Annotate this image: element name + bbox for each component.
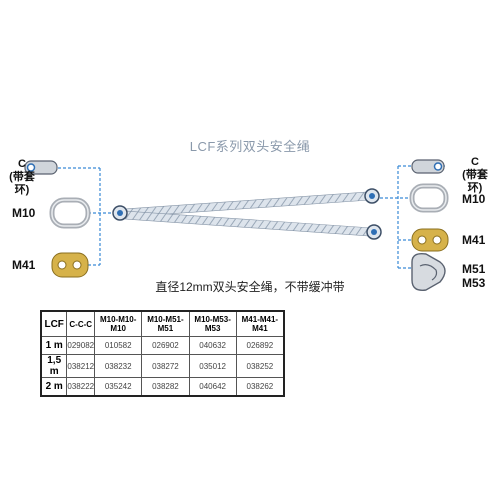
table-cell: 038262	[235, 377, 285, 397]
right-label-c-note: (带套环)	[462, 169, 488, 194]
table-cell: 038222	[66, 377, 96, 397]
table-row: 2 m 038222 035242 038282 040642 038262	[40, 377, 285, 397]
table-cell: 038282	[141, 377, 190, 397]
right-label-c-code: C	[471, 156, 479, 168]
left-label-c: C (带套环)	[2, 158, 42, 197]
product-description: 直径12mm双头安全绳，不带缓冲带	[155, 280, 345, 294]
right-leader-lines	[375, 165, 445, 269]
row-length: 1,5 m	[40, 354, 68, 378]
right-label-c: C (带套环)	[455, 156, 495, 195]
left-label-m10: M10	[12, 206, 36, 220]
right-c-connector-icon	[411, 159, 445, 174]
right-m10-carabiner-icon	[409, 183, 449, 213]
table-cell: 038272	[141, 354, 190, 378]
table-cell: 029082	[66, 336, 96, 355]
left-label-c-code: C	[18, 158, 26, 170]
right-m41-snaphook-icon	[411, 228, 449, 252]
right-rope-eye-lower	[366, 224, 382, 240]
rope-lower	[124, 210, 373, 237]
left-rope-eye	[112, 205, 128, 221]
table-cell: 010582	[94, 336, 143, 355]
right-label-m41: M41	[462, 233, 486, 247]
row-length: 1 m	[40, 336, 68, 355]
left-m41-snaphook-icon	[51, 252, 89, 278]
table-row: 1,5 m 038212 038232 038272 035012 038252	[40, 354, 285, 378]
left-label-m41: M41	[12, 258, 36, 272]
right-label-m51: M51	[462, 262, 486, 276]
spec-header-m10-m53-m53: M10-M53-M53	[188, 310, 237, 337]
right-m51-m53-hook-icon	[411, 252, 446, 291]
spec-table-header-row: LCF C-C-C M10-M10-M10 M10-M51-M51 M10-M5…	[40, 310, 285, 337]
table-cell: 038232	[94, 354, 143, 378]
table-row: 1 m 029082 010582 026902 040632 026892	[40, 336, 285, 355]
table-cell: 040642	[188, 377, 237, 397]
spec-header-m10-m51-m51: M10-M51-M51	[141, 310, 190, 337]
spec-header-m10-m10-m10: M10-M10-M10	[94, 310, 143, 337]
row-length: 2 m	[40, 377, 68, 397]
spec-header-m41-m41-m41: M41-M41-M41	[235, 310, 285, 337]
spec-header-ccc: C-C-C	[66, 310, 96, 337]
table-cell: 035012	[188, 354, 237, 378]
right-label-m10: M10	[462, 192, 486, 206]
table-cell: 038212	[66, 354, 96, 378]
left-m10-carabiner-icon	[49, 197, 91, 229]
left-c-connector-icon	[24, 160, 58, 175]
table-cell: 026892	[235, 336, 285, 355]
product-title: LCF系列双头安全绳	[189, 139, 311, 154]
spec-header-lcf: LCF	[40, 310, 68, 337]
table-cell: 038252	[235, 354, 285, 378]
right-rope-eye-upper	[364, 188, 380, 204]
table-cell: 035242	[94, 377, 143, 397]
left-label-c-note: (带套环)	[9, 171, 35, 196]
table-cell: 026902	[141, 336, 190, 355]
spec-table: LCF C-C-C M10-M10-M10 M10-M51-M51 M10-M5…	[40, 310, 285, 397]
right-label-m53: M53	[462, 276, 486, 290]
table-cell: 040632	[188, 336, 237, 355]
